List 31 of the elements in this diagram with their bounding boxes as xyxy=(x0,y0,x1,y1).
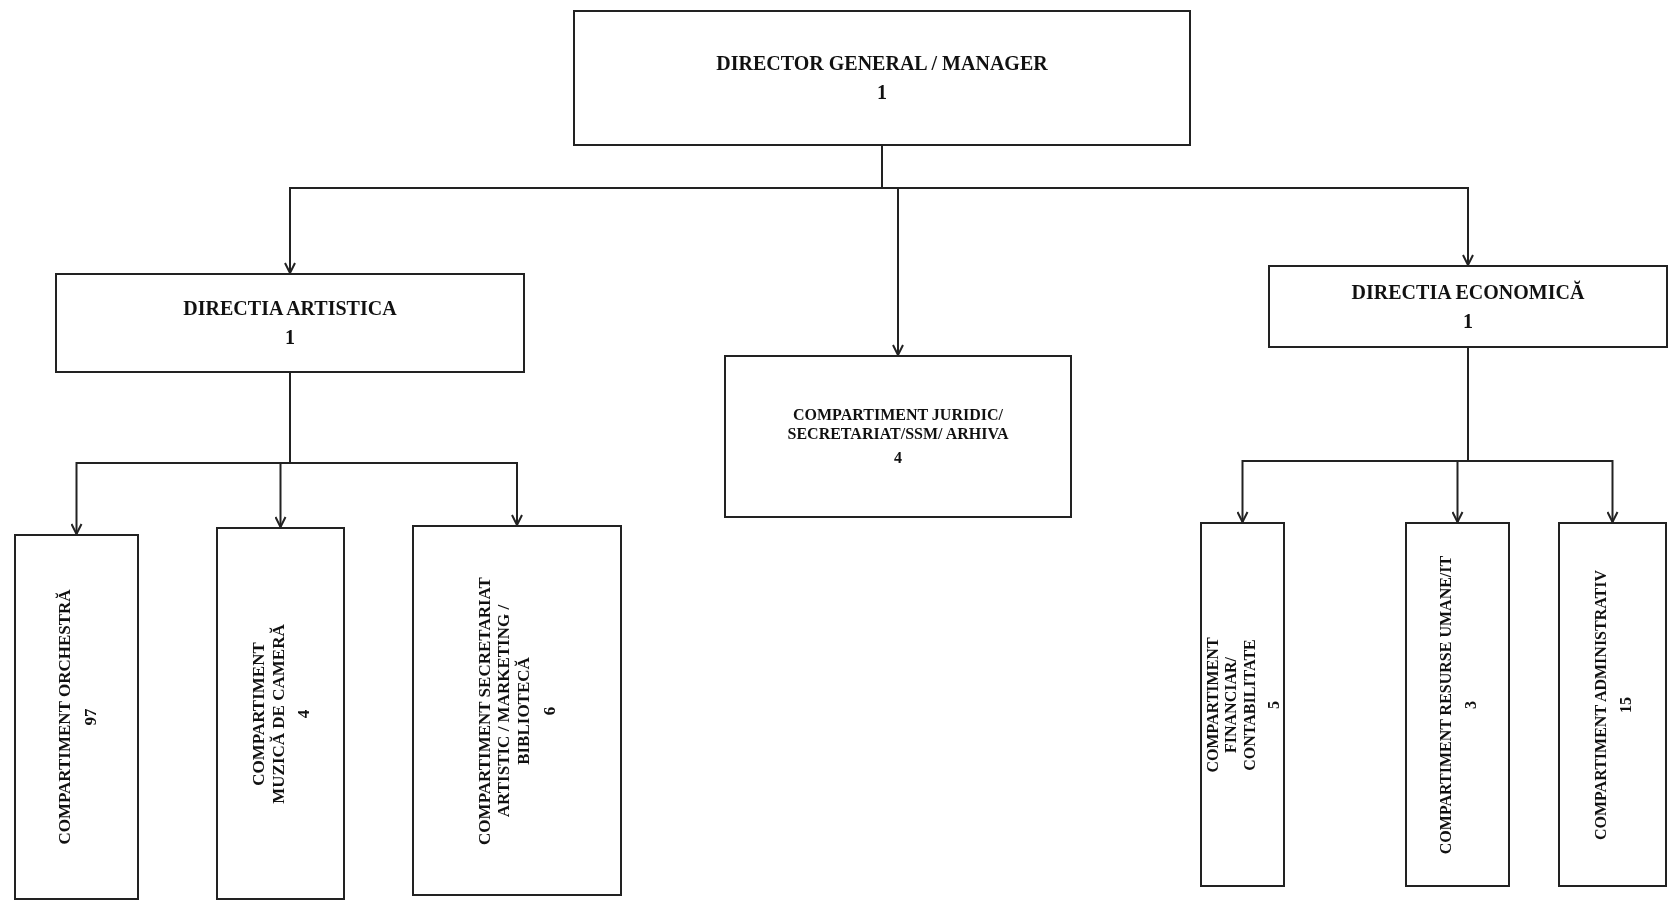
org-box xyxy=(1200,522,1285,887)
staff-count: 1 xyxy=(877,81,887,104)
staff-count: 5 xyxy=(1263,700,1282,709)
department-name: COMPARTIMENT RESURSE UMANE/IT xyxy=(1436,555,1455,854)
department-name: COMPARTIMENT SECRETARIAT ARTISTIC / MARKETING / BIBLIOTECĂ xyxy=(474,575,534,847)
department-name: COMPARTIMENT ADMINISTRATIV xyxy=(1591,569,1610,840)
org-box xyxy=(1405,522,1510,887)
department-name: COMPARTIMENT FINANCIAR/ CONTABILITATE xyxy=(1202,635,1258,775)
org-box xyxy=(412,525,622,896)
org-box xyxy=(573,10,1191,146)
department-name: DIRECTOR GENERAL / MANAGER xyxy=(716,52,1048,75)
department-name: DIRECTIA ARTISTICA xyxy=(183,297,397,320)
staff-count: 97 xyxy=(79,708,100,726)
connector-arrow xyxy=(289,372,523,526)
org-box xyxy=(1268,265,1668,348)
department-name: COMPARTIMENT MUZICĂ DE CAMERĂ xyxy=(248,622,288,806)
department-name: COMPARTIMENT JURIDIC/ SECRETARIAT/SSM/ ARHIVA xyxy=(786,405,1010,443)
staff-count: 3 xyxy=(1460,700,1479,709)
org-box xyxy=(724,355,1072,518)
department-name: COMPARTIMENT ORCHESTRĂ xyxy=(53,589,74,845)
staff-count: 15 xyxy=(1615,696,1634,713)
org-box xyxy=(216,527,345,900)
org-box xyxy=(55,273,525,373)
department-name: DIRECTIA ECONOMICĂ xyxy=(1351,280,1585,304)
staff-count: 1 xyxy=(285,326,295,349)
staff-count: 6 xyxy=(539,706,560,715)
org-box xyxy=(1558,522,1667,887)
staff-count: 4 xyxy=(894,448,902,468)
staff-count: 1 xyxy=(1463,309,1473,333)
staff-count: 4 xyxy=(293,709,313,718)
org-box xyxy=(14,534,139,900)
